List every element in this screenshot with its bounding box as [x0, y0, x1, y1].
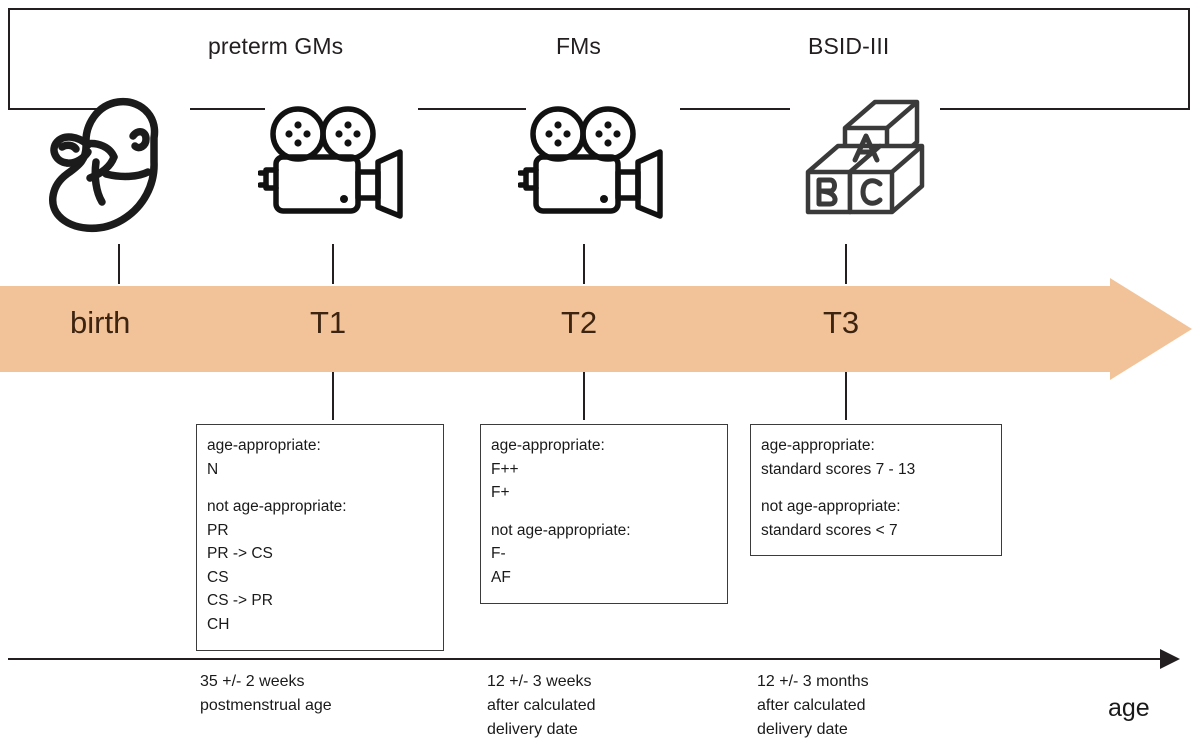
- t1-not-appropriate-item-4: CH: [207, 615, 230, 633]
- spacer: [491, 505, 727, 519]
- t2-appropriate-item-0: F++: [491, 460, 519, 478]
- t2-appropriate-header: age-appropriate:: [491, 437, 605, 454]
- bracket-left-edge: [8, 8, 10, 110]
- t1-appropriate-item-0: N: [207, 460, 219, 478]
- bracket-right-edge: [1188, 8, 1190, 110]
- tick-t3-upper: [845, 244, 847, 284]
- bracket-bottom-segment-2: [190, 108, 265, 110]
- bracket-bottom-segment-4: [680, 108, 790, 110]
- spacer: [207, 481, 443, 495]
- t3-not-appropriate-item-0: standard scores < 7: [761, 521, 898, 539]
- axis-note-t3: 12 +/- 3 months after calculated deliver…: [757, 670, 869, 742]
- axis-note-t2-line-0: 12 +/- 3 weeks: [487, 673, 592, 690]
- movie-camera-icon: [257, 104, 418, 222]
- t2-not-appropriate-item-1: AF: [491, 568, 511, 586]
- phase-label-fms: FMs: [556, 33, 602, 59]
- axis-note-t2: 12 +/- 3 weeks after calculated delivery…: [487, 670, 596, 742]
- phase-label-bsid-iii: BSID-III: [808, 33, 890, 59]
- axis-note-t3-line-0: 12 +/- 3 months: [757, 673, 869, 690]
- detail-box-t3: age-appropriate: standard scores 7 - 13 …: [750, 424, 1002, 556]
- t3-appropriate-header: age-appropriate:: [761, 437, 875, 454]
- axis-note-t1-line-1: postmenstrual age: [200, 697, 332, 714]
- bracket-top-edge: [8, 8, 1190, 10]
- t1-not-appropriate-item-3: CS -> PR: [207, 592, 273, 609]
- movie-camera-icon: [517, 104, 678, 222]
- t1-not-appropriate-item-2: CS: [207, 568, 229, 586]
- timeline-arrow-band: birth T1 T2 T3: [0, 278, 1200, 380]
- abc-blocks-icon: [790, 90, 940, 230]
- t1-appropriate-header: age-appropriate:: [207, 437, 321, 454]
- tick-t2-lower: [583, 372, 585, 420]
- tick-t3-lower: [845, 372, 847, 420]
- age-axis-arrowhead: [1160, 649, 1180, 669]
- axis-note-t2-line-2: delivery date: [487, 721, 578, 738]
- t2-appropriate-item-1: F+: [491, 484, 510, 501]
- detail-box-t2: age-appropriate: F++ F+ not age-appropri…: [480, 424, 728, 604]
- tick-t1-upper: [332, 244, 334, 284]
- t2-not-appropriate-header: not age-appropriate:: [491, 521, 631, 539]
- tick-t2-upper: [583, 244, 585, 284]
- t3-appropriate-item-0: standard scores 7 - 13: [761, 460, 916, 478]
- axis-end-label: age: [1108, 694, 1150, 722]
- t1-not-appropriate-item-0: PR: [207, 521, 229, 539]
- detail-box-t1: age-appropriate: N not age-appropriate: …: [196, 424, 444, 651]
- bracket-bottom-segment-3: [418, 108, 526, 110]
- tick-birth-upper: [118, 244, 120, 284]
- axis-note-t3-line-1: after calculated: [757, 697, 866, 714]
- timepoint-label-birth: birth: [70, 305, 131, 340]
- t1-not-appropriate-item-1: PR -> CS: [207, 545, 273, 562]
- timepoint-label-t1: T1: [310, 305, 347, 340]
- timepoint-label-t2: T2: [561, 305, 598, 340]
- t3-not-appropriate-header: not age-appropriate:: [761, 498, 901, 515]
- tick-t1-lower: [332, 372, 334, 420]
- age-axis-line: [8, 658, 1168, 660]
- t2-not-appropriate-item-0: F-: [491, 545, 506, 562]
- axis-note-t1: 35 +/- 2 weeks postmenstrual age: [200, 670, 332, 718]
- timepoint-label-t3: T3: [823, 305, 860, 340]
- fetus-icon: [34, 92, 176, 234]
- t1-not-appropriate-header: not age-appropriate:: [207, 498, 347, 515]
- phase-label-preterm-gms: preterm GMs: [208, 33, 344, 59]
- axis-note-t3-line-2: delivery date: [757, 721, 848, 738]
- bracket-bottom-segment-1: [8, 108, 100, 110]
- axis-note-t1-line-0: 35 +/- 2 weeks: [200, 673, 305, 690]
- axis-note-t2-line-1: after calculated: [487, 697, 596, 714]
- bracket-bottom-segment-5: [940, 108, 1190, 110]
- spacer: [761, 481, 1001, 495]
